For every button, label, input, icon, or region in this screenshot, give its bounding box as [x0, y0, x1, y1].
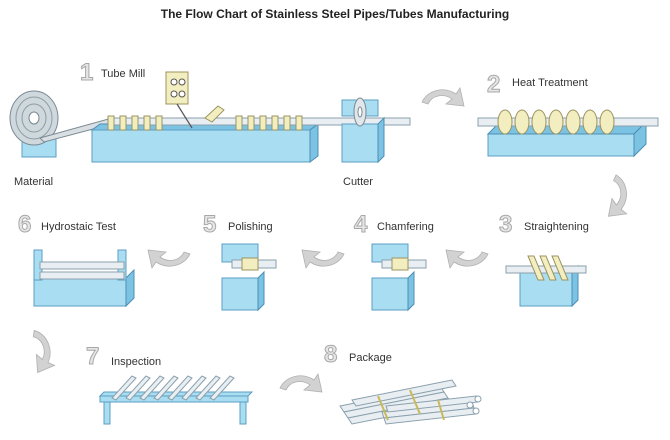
step-8-number: 8 — [324, 341, 337, 368]
arrow-5-to-6 — [147, 249, 191, 269]
polishing-machine — [221, 243, 277, 312]
step-1-label: Tube Mill — [101, 68, 145, 80]
step-5-number: 5 — [203, 211, 216, 238]
arrow-2-to-3 — [608, 174, 631, 219]
step-1-number: 1 — [80, 59, 93, 86]
pipe-bundle — [339, 379, 482, 425]
heat-treatment-machine — [477, 109, 659, 158]
step-3-label: Straightening — [524, 221, 589, 233]
hydrostatic-test-tank — [33, 249, 135, 308]
step-7-number: 7 — [86, 343, 99, 370]
inspection-rack — [98, 375, 254, 425]
arrow-4-to-5 — [301, 249, 345, 269]
arrow-6-to-7 — [29, 327, 56, 373]
step-4-number: 4 — [354, 211, 368, 238]
chamfering-machine — [371, 243, 427, 312]
step-6-label: Hydrostaic Test — [41, 221, 116, 233]
step-6-number: 6 — [18, 211, 31, 238]
step-2-number: 2 — [487, 71, 500, 98]
cutter-machine — [341, 97, 385, 164]
page-title: The Flow Chart of Stainless Steel Pipes/… — [161, 7, 510, 21]
cutter-label: Cutter — [343, 176, 373, 188]
step-7-label: Inspection — [111, 356, 161, 368]
step-2-label: Heat Treatment — [512, 77, 588, 89]
material-coil — [9, 90, 59, 158]
material-label: Material — [14, 176, 53, 188]
arrow-7-to-8 — [279, 373, 323, 393]
arrow-1-to-2 — [421, 87, 465, 107]
tube-mill-machine — [90, 71, 411, 163]
step-8-label: Package — [349, 352, 392, 364]
step-3-number: 3 — [499, 211, 512, 238]
arrow-3-to-4 — [445, 249, 489, 269]
step-4-label: Chamfering — [377, 221, 434, 233]
straightening-machine — [505, 255, 587, 308]
step-5-label: Polishing — [228, 221, 273, 233]
